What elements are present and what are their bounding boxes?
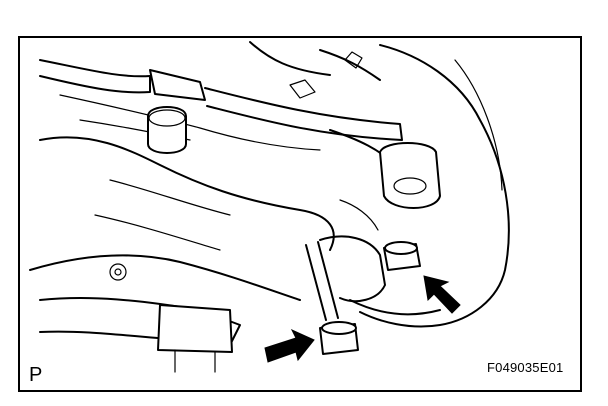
figure-frame (18, 36, 582, 392)
view-label: P (29, 364, 43, 386)
figure-code: F049035E01 (487, 360, 564, 375)
chassis-drawing (29, 41, 510, 373)
arrow-icon (423, 275, 461, 314)
arrow-icon (264, 328, 315, 363)
